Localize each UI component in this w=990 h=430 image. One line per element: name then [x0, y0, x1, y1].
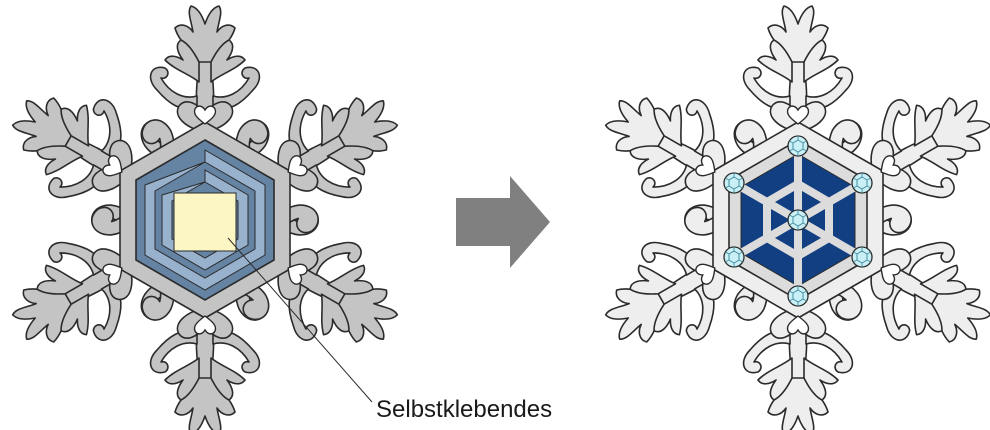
left-snowflake [0, 6, 422, 430]
adhesive-square [173, 192, 237, 252]
inner-hexagon-ring [763, 179, 833, 261]
hexagon-stripes [144, 149, 266, 291]
callout-label: Selbstklebendes [376, 396, 552, 423]
arrow-right-icon [456, 176, 550, 268]
callout-line [227, 237, 373, 403]
right-snowflake [581, 6, 990, 430]
